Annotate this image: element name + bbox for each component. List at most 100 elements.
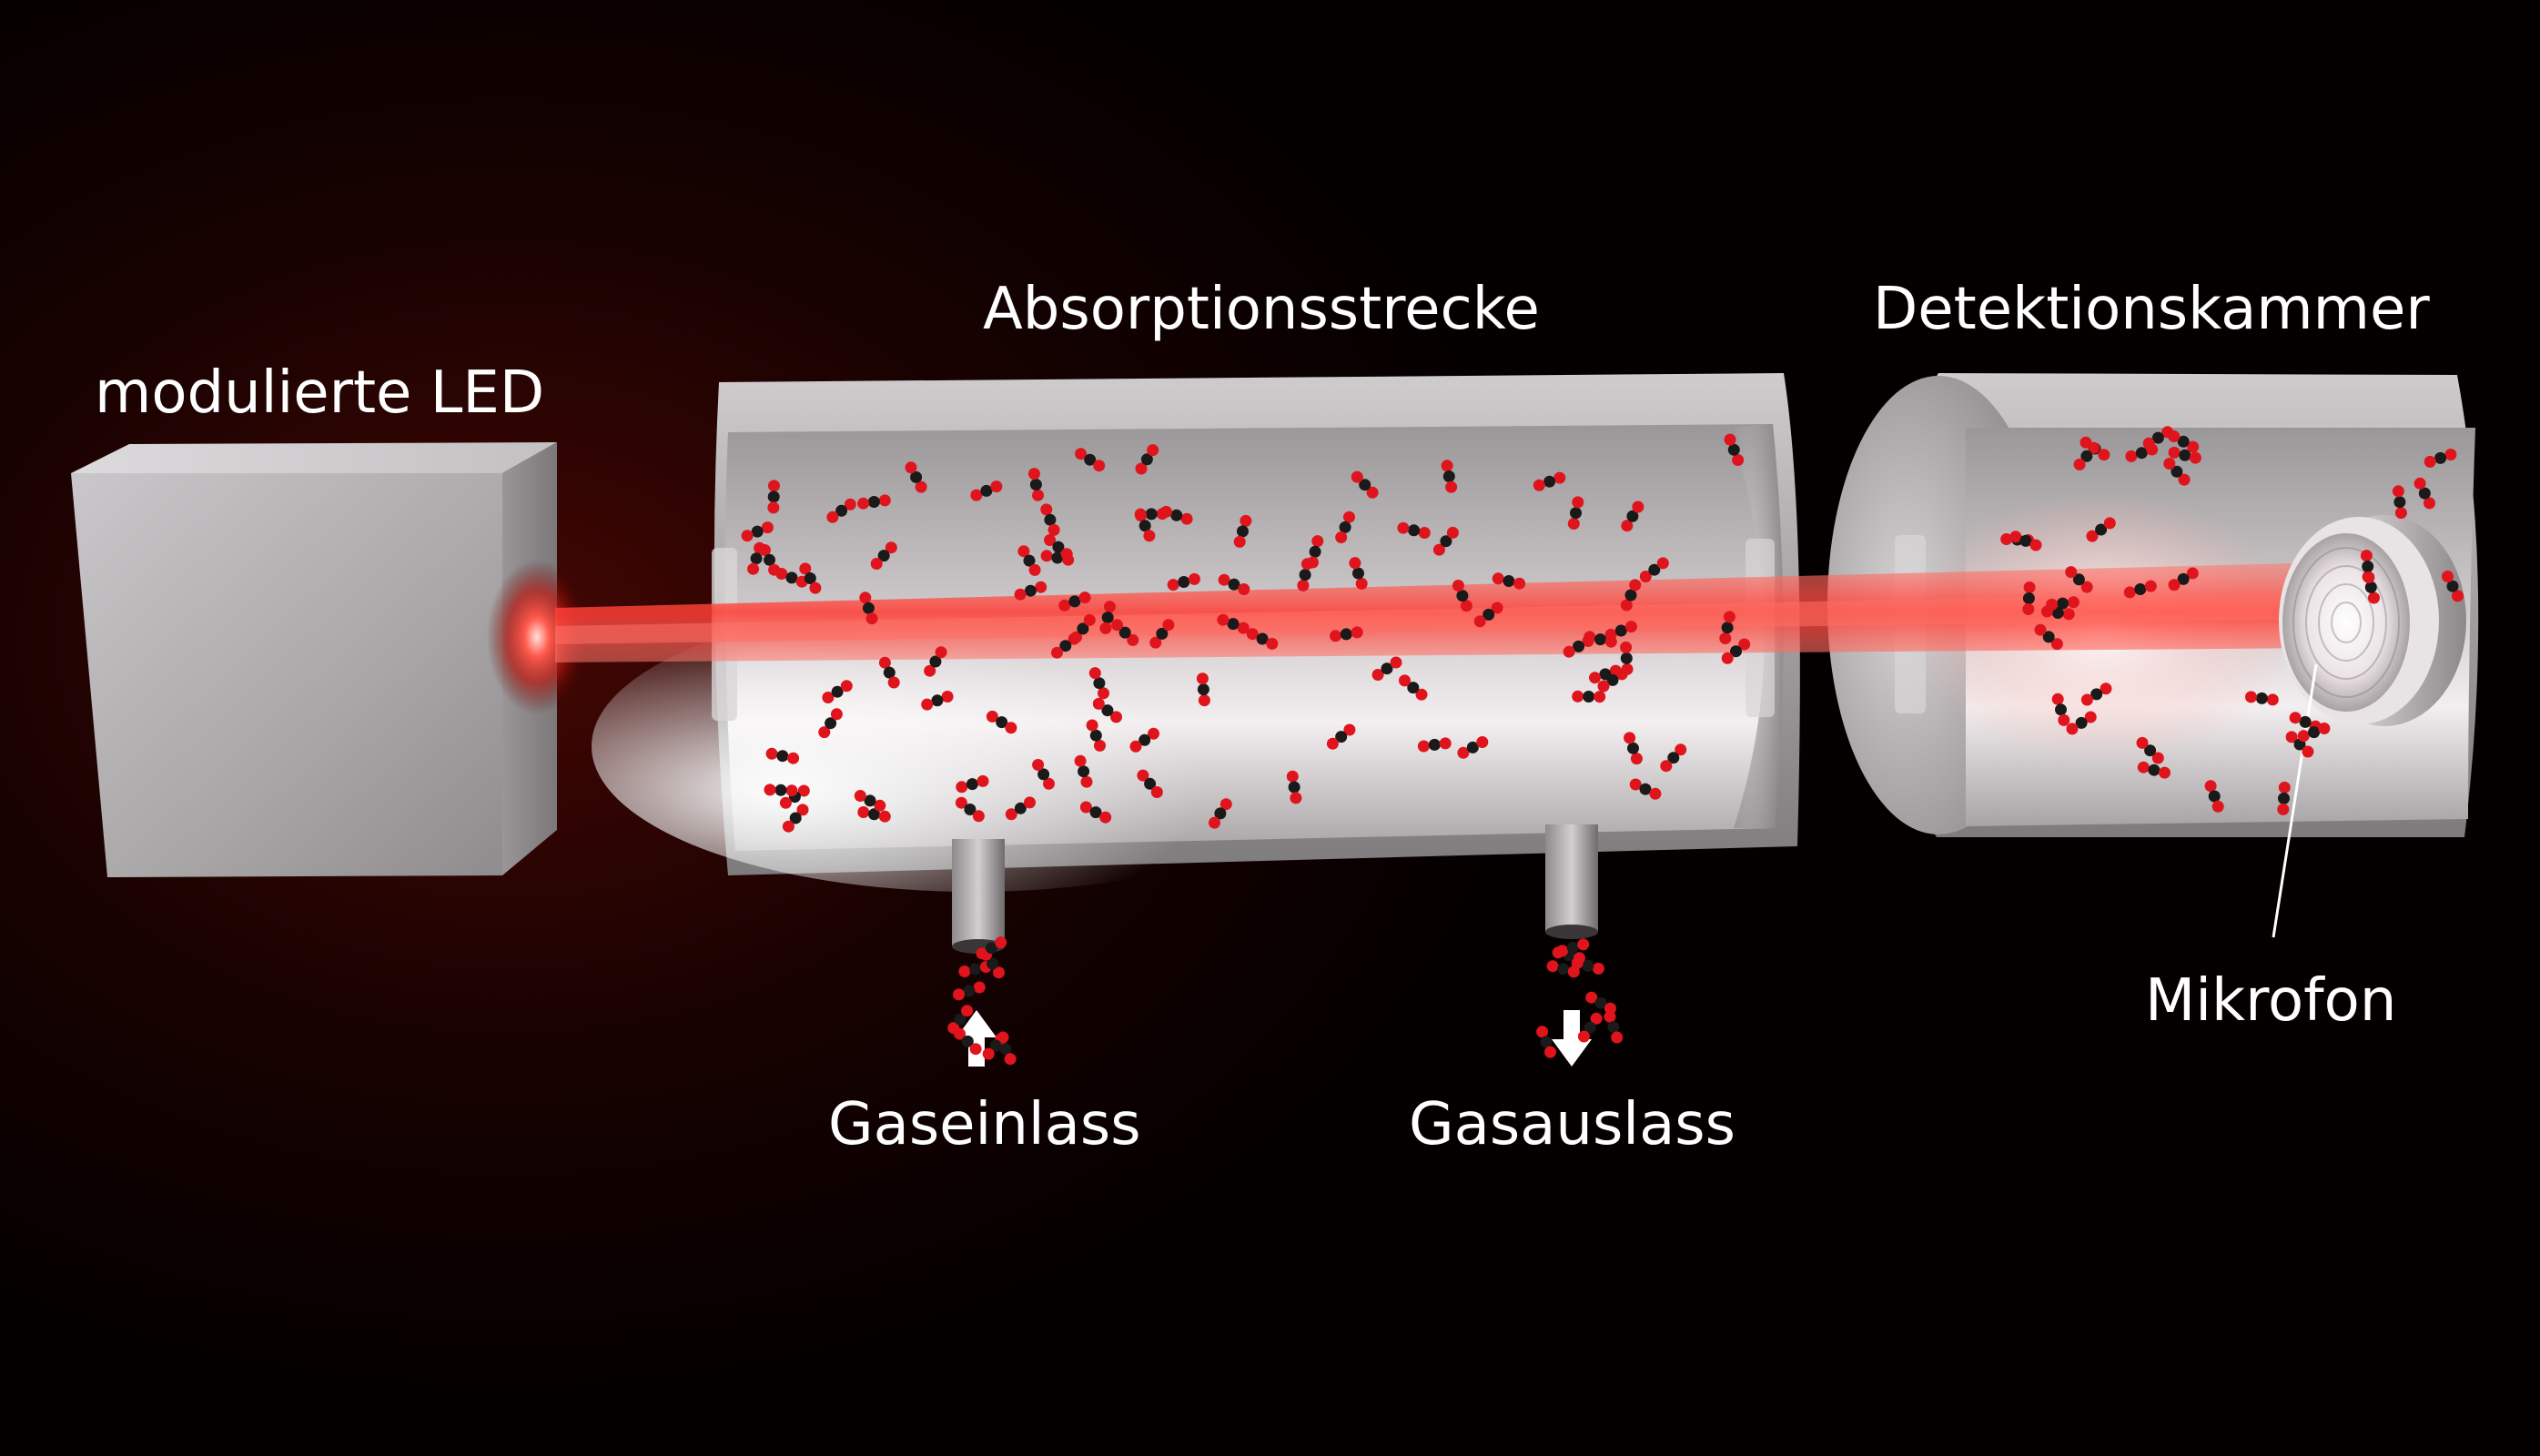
molecule-atom — [1624, 732, 1636, 744]
molecule-atom — [929, 655, 942, 668]
molecule-atom — [1044, 513, 1057, 526]
molecule-atom — [1286, 770, 1299, 783]
molecule-atom — [1675, 743, 1687, 756]
molecule-atom — [1307, 556, 1319, 569]
molecule-atom — [1214, 807, 1227, 820]
molecule-atom — [1060, 548, 1073, 561]
molecule-atom — [1483, 608, 1495, 621]
molecule-atom — [1137, 769, 1149, 782]
molecule-atom — [2051, 607, 2064, 619]
molecule-atom — [1656, 557, 1669, 570]
molecule-atom — [2285, 731, 2298, 743]
molecule-atom — [1047, 523, 1060, 536]
molecule-atom — [2134, 583, 2147, 595]
molecule-atom — [2393, 496, 2406, 509]
molecule-atom — [1058, 599, 1071, 612]
molecule-atom — [2424, 497, 2435, 510]
molecule-atom — [1101, 612, 1114, 624]
gas-molecules — [741, 426, 2464, 1066]
molecule-atom — [995, 936, 1007, 949]
label-gas-inlet: Gaseinlass — [828, 1091, 1141, 1158]
molecule-atom — [868, 808, 880, 821]
molecule-atom — [1441, 460, 1453, 472]
molecule-atom — [1660, 760, 1673, 773]
molecule-atom — [1721, 622, 1734, 634]
molecule-atom — [1162, 619, 1175, 632]
molecule-atom — [2204, 780, 2217, 793]
molecule-atom — [2084, 711, 2097, 723]
molecule-atom — [840, 680, 853, 693]
molecule-atom — [2211, 800, 2224, 813]
molecule-atom — [1574, 952, 1585, 965]
molecule-atom — [1492, 572, 1504, 585]
molecule-atom — [1051, 646, 1063, 659]
molecule-atom — [2098, 449, 2110, 461]
molecule-atom — [1351, 470, 1363, 483]
molecule-atom — [969, 1043, 982, 1056]
molecule-atom — [1129, 740, 1142, 753]
molecule-atom — [2151, 752, 2164, 764]
molecule-atom — [1567, 966, 1580, 978]
molecule-atom — [2360, 550, 2373, 562]
molecule-atom — [2067, 596, 2080, 609]
molecule-atom — [910, 470, 923, 483]
molecule-atom — [785, 784, 798, 797]
molecule-atom — [1017, 545, 1030, 558]
molecule-atom — [1738, 638, 1751, 651]
molecule-atom — [818, 726, 831, 739]
molecule-atom — [835, 504, 848, 517]
molecule-atom — [883, 666, 896, 679]
molecule-atom — [982, 1047, 995, 1060]
molecule-atom — [2023, 581, 2036, 593]
molecule-atom — [754, 541, 766, 554]
molecule-atom — [954, 1013, 966, 1026]
molecule-atom — [1040, 503, 1053, 516]
molecule-atom — [2189, 451, 2201, 464]
molecule-atom — [1340, 628, 1352, 641]
molecule-atom — [1037, 768, 1050, 781]
molecule-atom — [1620, 641, 1633, 653]
molecule-atom — [1219, 798, 1232, 811]
molecule-atom — [2187, 440, 2200, 453]
molecule-atom — [1592, 962, 1604, 975]
molecule-atom — [969, 963, 982, 976]
molecule-atom — [1005, 722, 1017, 734]
molecule-atom — [1209, 816, 1220, 829]
molecule-atom — [1099, 622, 1112, 634]
gas-inlet-pipe — [952, 839, 1005, 954]
molecule-atom — [1299, 569, 1311, 581]
molecule-atom — [2171, 465, 2183, 478]
molecule-atom — [1326, 737, 1339, 750]
molecule-atom — [958, 966, 971, 977]
molecule-atom — [2103, 517, 2116, 530]
molecule-atom — [2278, 781, 2291, 794]
molecule-atom — [1089, 806, 1102, 819]
molecule-atom — [870, 558, 883, 570]
molecule-atom — [1023, 554, 1036, 567]
molecule-atom — [1639, 571, 1652, 582]
molecule-atom — [1335, 731, 1348, 743]
molecule-atom — [1432, 543, 1445, 556]
molecule-atom — [830, 708, 843, 721]
molecule-atom — [956, 781, 968, 794]
molecule-atom — [1566, 941, 1579, 954]
molecule-atom — [1597, 680, 1610, 693]
molecule-atom — [799, 562, 812, 575]
molecule-atom — [1732, 454, 1745, 466]
molecule-atom — [1051, 551, 1064, 564]
molecule-atom — [1188, 572, 1200, 585]
molecule-atom — [776, 750, 789, 763]
molecule-atom — [2042, 631, 2055, 643]
molecule-atom — [1238, 583, 1250, 595]
molecule-atom — [1577, 938, 1590, 951]
molecule-atom — [1093, 677, 1106, 690]
molecule-atom — [1604, 635, 1617, 648]
molecule-atom — [2168, 446, 2181, 459]
molecule-atom — [1217, 613, 1230, 626]
molecule-atom — [2086, 530, 2099, 542]
molecule-atom — [2179, 449, 2191, 461]
molecule-atom — [1005, 808, 1017, 821]
molecule-atom — [2095, 523, 2108, 536]
molecule-atom — [1297, 579, 1310, 592]
molecule-atom — [921, 698, 934, 711]
